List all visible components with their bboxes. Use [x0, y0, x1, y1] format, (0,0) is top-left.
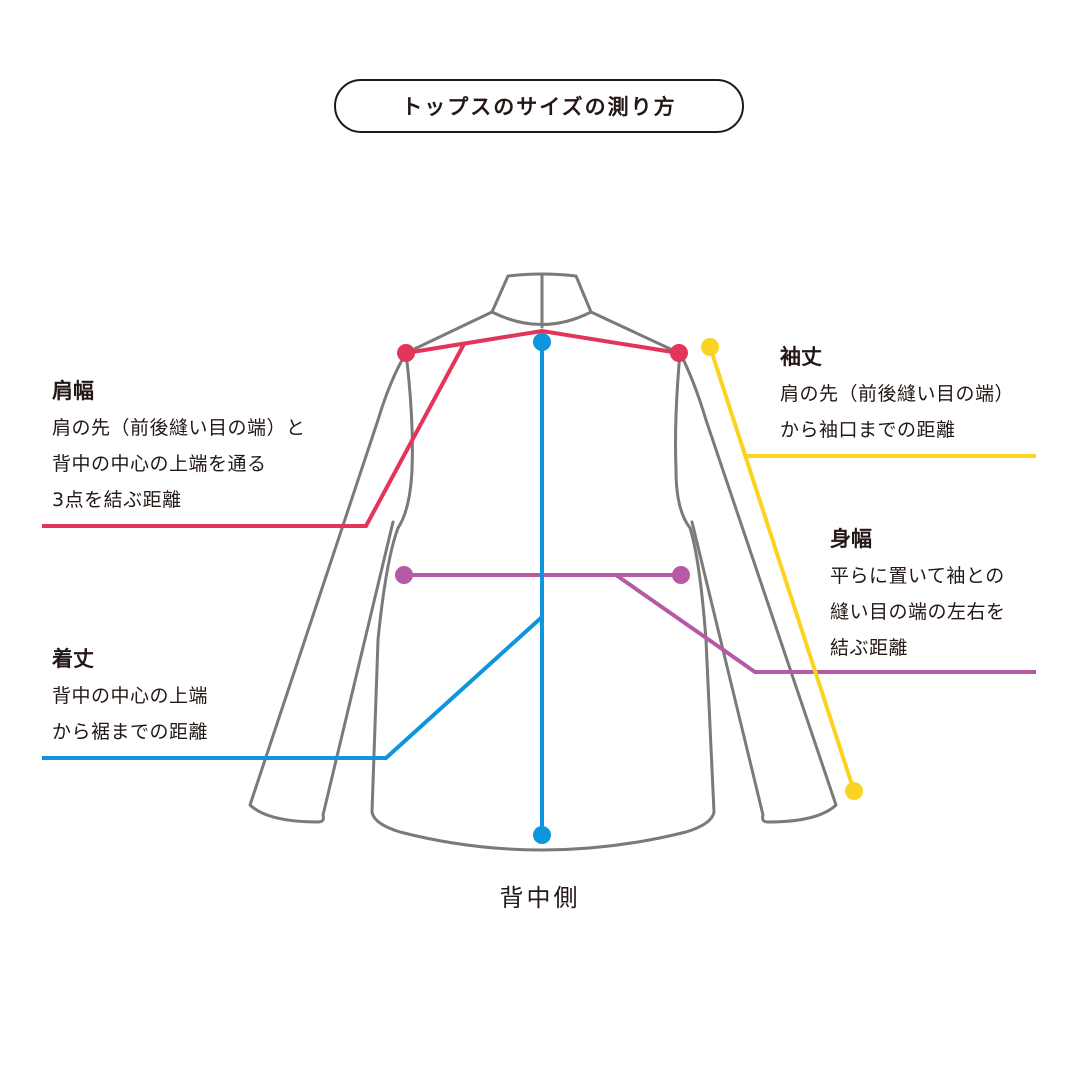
body-length-top-point [533, 333, 551, 351]
label-body-width: 身幅 平らに置いて袖との 縫い目の端の左右を 結ぶ距離 [830, 524, 1006, 666]
garment-outline [248, 272, 838, 852]
left-shoulder-line [404, 310, 494, 355]
label-description: 肩の先（前後縫い目の端）と 背中の中心の上端を通る 3点を結ぶ距離 [52, 417, 306, 511]
label-body-length: 着丈 背中の中心の上端 から裾までの距離 [52, 644, 208, 750]
sleeve-length-line [708, 346, 1036, 792]
right-shoulder-line [589, 310, 681, 355]
body-length-line [42, 342, 544, 835]
label-description: 肩の先（前後縫い目の端） から袖口までの距離 [780, 383, 1015, 441]
shoulder-width-line [42, 328, 680, 528]
right-sleeve-outer [678, 351, 838, 824]
label-sleeve-length: 袖丈 肩の先（前後縫い目の端） から袖口までの距離 [780, 342, 1014, 448]
label-description: 平らに置いて袖との 縫い目の端の左右を 結ぶ距離 [830, 565, 1006, 659]
label-heading: 着丈 [52, 647, 94, 671]
label-shoulder-width: 肩幅 肩の先（前後縫い目の端）と 背中の中心の上端を通る 3点を結ぶ距離 [52, 376, 306, 518]
shoulder-left-point [397, 344, 415, 362]
collar-outline [490, 272, 593, 314]
label-heading: 肩幅 [52, 379, 94, 403]
label-heading: 袖丈 [780, 345, 822, 369]
left-sleeve-outer [248, 351, 408, 824]
sleeve-top-point [701, 338, 719, 356]
shoulder-right-point [670, 344, 688, 362]
diagram-title: トップスのサイズの測り方 [334, 79, 744, 133]
body-length-bottom-point [533, 826, 551, 844]
left-body-side [370, 351, 716, 852]
sleeve-bottom-point [845, 782, 863, 800]
body-width-right-point [672, 566, 690, 584]
label-description: 背中の中心の上端 から裾までの距離 [52, 685, 209, 743]
collar-base [490, 310, 593, 326]
label-heading: 身幅 [830, 527, 872, 551]
back-side-caption: 背中側 [499, 884, 581, 912]
body-width-left-point [395, 566, 413, 584]
